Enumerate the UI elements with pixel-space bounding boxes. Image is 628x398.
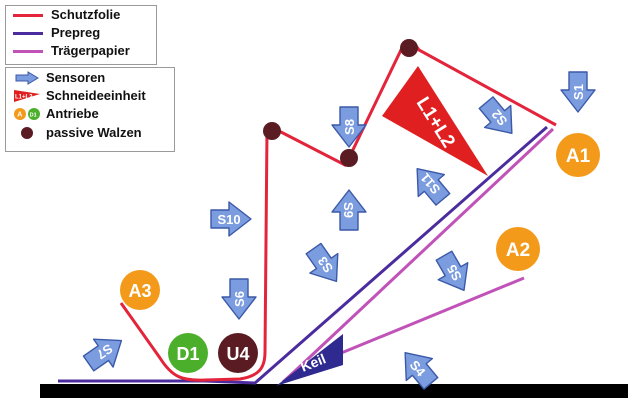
drive-icon: A D1 bbox=[14, 108, 40, 120]
legend-materials: Schutzfolie Prepreg Trägerpapier bbox=[5, 5, 157, 65]
cutter-unit: L1+L2 bbox=[382, 66, 488, 176]
sensor-arrow-icon bbox=[15, 71, 39, 85]
sensor-s7: S7 bbox=[78, 325, 132, 379]
legend-symbols: Sensoren L1+L2 Schneideeinheit A D1 Antr… bbox=[5, 67, 175, 152]
legend-label-schneideeinheit: Schneideeinheit bbox=[46, 88, 146, 103]
drive-a3-label: A3 bbox=[128, 281, 151, 301]
passive-roller-top bbox=[400, 39, 418, 57]
drive-icon-text-a: A bbox=[17, 112, 22, 119]
sensor-s6: S6 bbox=[221, 278, 257, 320]
legend-label-sensoren: Sensoren bbox=[46, 70, 106, 85]
legend-label-passive-walzen: passive Walzen bbox=[46, 125, 142, 140]
prepreg-line-swatch bbox=[13, 32, 43, 35]
sensor-s7-label: S7 bbox=[94, 341, 116, 362]
sensor-s8-label: S8 bbox=[342, 119, 357, 135]
drive-d1-label: D1 bbox=[176, 344, 199, 364]
passive-roller-middle bbox=[340, 149, 358, 167]
legend-label-antriebe: Antriebe bbox=[46, 106, 99, 121]
sensor-s9-label: S9 bbox=[341, 202, 356, 218]
sensor-s3: S3 bbox=[298, 238, 352, 292]
legend-label-schutzfolie: Schutzfolie bbox=[51, 7, 121, 22]
sensor-s3-label: S3 bbox=[315, 254, 336, 276]
sensor-s1: S1 bbox=[560, 71, 596, 113]
keil-wedge: Keil bbox=[276, 334, 343, 386]
drive-a1-label: A1 bbox=[566, 146, 591, 167]
sensor-s8: S8 bbox=[331, 106, 367, 148]
sensor-s5-label: S5 bbox=[444, 262, 465, 283]
drive-u4-label: U4 bbox=[226, 344, 249, 364]
sensor-s10-label: S10 bbox=[217, 212, 240, 227]
cutter-icon-text: L1+L2 bbox=[15, 95, 33, 101]
sensor-s6-label: S6 bbox=[232, 291, 247, 307]
drive-a3: A3 bbox=[120, 270, 160, 310]
sensor-s5: S5 bbox=[428, 246, 480, 300]
schutzfolie-line-swatch bbox=[13, 14, 43, 17]
drive-a2-label: A2 bbox=[506, 240, 530, 261]
sensor-s10: S10 bbox=[210, 201, 252, 237]
drive-a2: A2 bbox=[496, 227, 540, 271]
roller-icon bbox=[21, 127, 33, 139]
drive-d1: D1 bbox=[168, 333, 208, 373]
legend-label-prepreg: Prepreg bbox=[51, 25, 101, 40]
machine-floor bbox=[40, 384, 628, 398]
drive-a1: A1 bbox=[556, 133, 600, 177]
sensor-s9: S9 bbox=[331, 189, 367, 231]
drive-icon-text-d: D1 bbox=[30, 113, 37, 119]
drive-u4: U4 bbox=[218, 333, 258, 373]
legend-label-traegerpapier: Trägerpapier bbox=[51, 43, 130, 58]
passive-roller-left bbox=[263, 122, 281, 140]
traegerpapier-line-swatch bbox=[13, 50, 43, 53]
sensor-s1-label: S1 bbox=[571, 84, 586, 100]
prepreg-line bbox=[58, 125, 548, 385]
sensor-s2: S2 bbox=[472, 91, 526, 145]
sensor-s11: S11 bbox=[403, 157, 457, 211]
cutter-icon: L1+L2 bbox=[14, 90, 40, 102]
sensor-s4: S4 bbox=[391, 341, 445, 395]
